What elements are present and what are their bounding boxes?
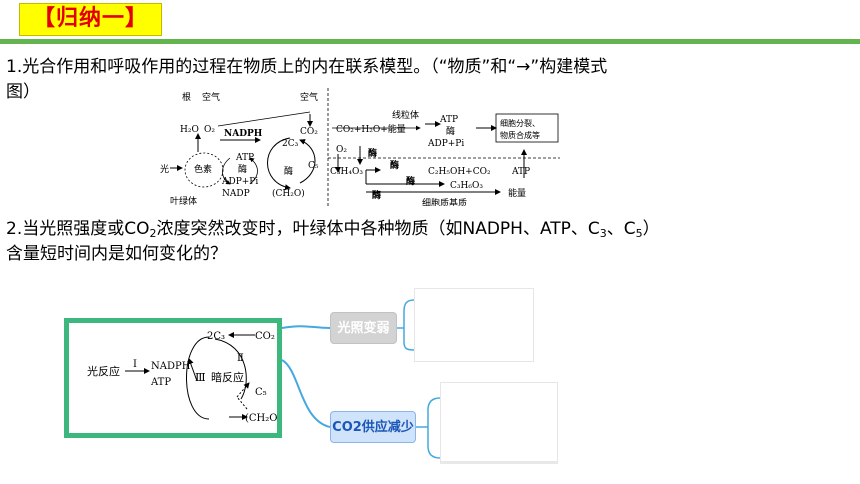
panel-ch2o: (CH₂O): [245, 413, 277, 424]
mindmap-node-co2-decrease[interactable]: CO2供应减少: [330, 411, 416, 443]
label-c3h4o3: C₃H₄O₃: [330, 167, 363, 177]
label-adp-pi-right: ADP+Pi: [427, 139, 464, 149]
answer-box-light[interactable]: [414, 288, 534, 362]
label-air-left: 空气: [202, 91, 220, 103]
panel-dark-reaction: 暗反应: [211, 370, 244, 384]
label-root: 根: [182, 91, 191, 103]
label-ethanol: C₂H₅OH+CO₂: [428, 167, 491, 177]
label-energy: 能量: [508, 187, 526, 199]
header-divider: [0, 39, 860, 44]
answer-box-co2[interactable]: [440, 382, 558, 464]
label-air-mid: 空气: [300, 91, 318, 103]
mindmap-node-light-weaken[interactable]: 光照变弱: [330, 312, 397, 344]
label-pigment: 色素: [194, 163, 212, 175]
label-nadp: NADP: [222, 189, 250, 199]
panel-co2: CO₂: [255, 331, 275, 342]
label-cell-use-2: 物质合成等: [500, 130, 540, 140]
label-mitochondria: 线粒体: [392, 109, 419, 121]
label-o2-mid: O₂: [336, 145, 347, 155]
panel-step-1: Ⅰ: [133, 359, 137, 370]
label-enzyme-1: 酶: [238, 163, 247, 175]
panel-c5: C₅: [255, 387, 267, 398]
label-enzyme-4: 酶: [446, 125, 455, 137]
label-cell-use-1: 细胞分裂、: [500, 118, 540, 128]
label-nadph: NADPH: [224, 129, 263, 139]
label-light: 光: [160, 163, 169, 175]
label-atp: ATP: [235, 153, 254, 163]
label-chloroplast: 叶绿体: [170, 195, 197, 206]
label-o2-top: O₂: [204, 125, 215, 135]
question-2-line-2: 含量短时间内是如何变化的？: [6, 244, 227, 264]
label-lactic: C₃H₆O₃: [450, 181, 483, 191]
label-resp-products: CO₂+H₂O+能量: [336, 123, 406, 135]
panel-nadph: NADPH: [151, 361, 191, 372]
label-c5: C₅: [308, 161, 319, 171]
photosynthesis-respiration-diagram: 根 空气 空气 H₂O O₂ NADPH 2C₃ CO₂ C₅ 光 色素 ATP…: [160, 88, 560, 209]
panel-step-2: Ⅱ: [237, 353, 244, 364]
question-1-line-1: 1.光合作用和呼吸作用的过程在物质上的内在联系模型。（“物质”和“→”构建模式: [6, 57, 608, 77]
panel-step-3: Ⅲ: [195, 371, 206, 384]
panel-light-reaction: 光反应: [87, 364, 120, 378]
label-cytoplasm: 细胞质基质: [422, 197, 467, 206]
label-co2: CO₂: [300, 127, 318, 137]
label-ch2o: (CH₂O): [272, 188, 305, 199]
section-title: 【归纳一】: [19, 3, 162, 36]
label-atp-bottom: ATP: [511, 167, 530, 177]
panel-2c3: 2C₃: [207, 331, 225, 342]
question-1-line-2: 图）: [6, 82, 40, 102]
question-2-line-1: 2.当光照强度或CO2浓度突然改变时，叶绿体中各种物质（如NADPH、ATP、C…: [6, 219, 660, 240]
label-atp-right: ATP: [439, 115, 458, 125]
label-enzyme-3: 酶: [368, 147, 377, 159]
label-2c3: 2C₃: [282, 139, 299, 149]
light-dark-reaction-panel: 2C₃ CO₂ 光反应 Ⅰ NADPH ATP Ⅲ 暗反应 Ⅱ C₅ (CH₂O…: [64, 318, 282, 438]
label-enzyme-7: 酶: [372, 189, 381, 201]
label-enzyme-6: 酶: [406, 175, 415, 187]
label-enzyme-5: 酶: [390, 159, 399, 171]
panel-atp: ATP: [150, 377, 171, 388]
label-h2o: H₂O: [180, 125, 199, 135]
label-adp-pi: ADP+Pi: [221, 177, 258, 187]
label-enzyme-2: 酶: [284, 165, 293, 177]
